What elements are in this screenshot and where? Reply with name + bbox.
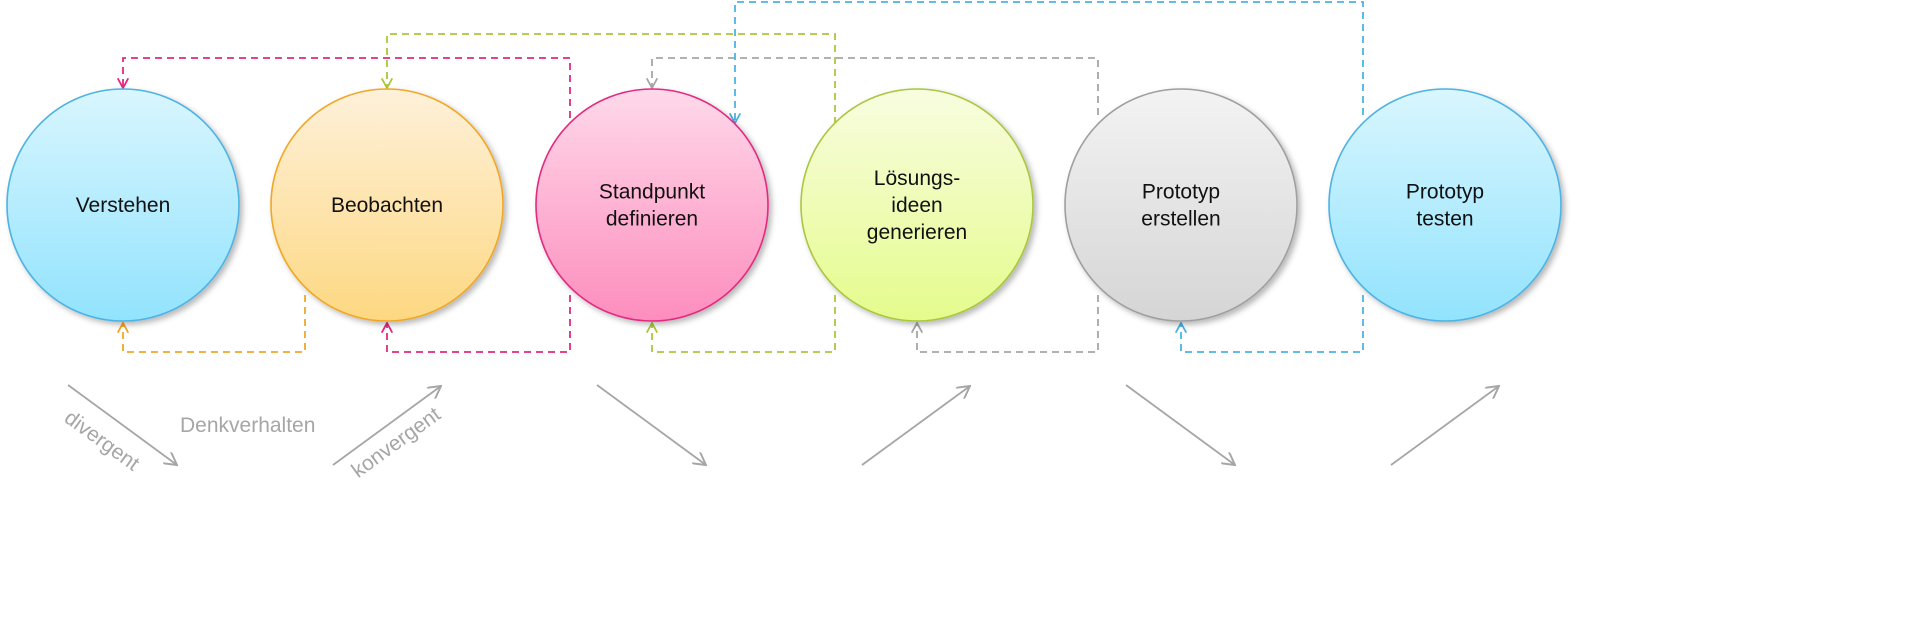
feedback-bottom-pink-arrowhead-icon [380,321,394,334]
phase-label: Lösungs- [874,167,960,190]
phase-label: Prototyp [1406,181,1484,204]
feedback-top-pink [122,57,571,118]
feedback-bottom-green [651,295,836,353]
feedback-bottom-blue-arrowhead-icon [1174,321,1188,334]
thinking-arrows [67,384,1499,466]
convergent-arrow-icon [1390,386,1499,466]
phase-circle [800,88,1034,322]
divergent-arrow-icon [1125,384,1235,465]
feedback-bottom-gray-arrowhead-icon [910,321,924,334]
phase-2: Beobachten [270,88,504,322]
divergent-arrow-icon [596,384,706,465]
phase-1: Verstehen [6,88,240,322]
feedback-top-blue [734,1,1364,123]
phase-circle [1064,88,1298,322]
phase-label: generieren [867,221,967,244]
divergent-arrow-icon [67,384,177,465]
feedback-bottom-gray [916,295,1099,353]
feedback-bottom-blue [1180,295,1364,353]
phase-circle [1328,88,1562,322]
phase-4: Lösungs-ideen generieren [800,88,1034,322]
phase-circle [270,88,504,322]
convergent-arrow-icon [332,386,441,466]
convergent-arrow-icon [861,386,970,466]
phase-label: testen [1416,208,1473,231]
label-denkverhalten: Denkverhalten [180,414,315,437]
feedback-top-green-arrowhead-icon [380,77,394,90]
phase-label: ideen [891,194,942,217]
phase-6: Prototyp testen [1328,88,1562,322]
phase-3: Standpunkt definieren [535,88,769,322]
feedback-loops [116,1,1364,353]
phase-label: Beobachten [331,194,443,217]
phase-label: Standpunkt [599,181,705,204]
feedback-bottom-pink [386,295,571,353]
phase-label: Prototyp [1142,181,1220,204]
phase-circle [6,88,240,322]
phase-label: definieren [606,208,698,231]
feedback-top-gray [651,57,1099,115]
feedback-top-green [386,33,836,124]
feedback-bottom-green-arrowhead-icon [645,321,659,334]
feedback-bottom-orange-arrowhead-icon [116,321,130,334]
phase-5: Prototyp erstellen [1064,88,1298,322]
phase-circle [535,88,769,322]
feedback-bottom-orange [122,295,306,353]
phase-circles: Verstehen Beobachten Standpunkt definieren L… [6,88,1562,322]
feedback-top-gray-arrowhead-icon [645,77,659,90]
label-divergent: divergent [60,406,144,475]
feedback-top-pink-arrowhead-icon [116,77,130,90]
phase-label: erstellen [1141,208,1220,231]
phase-label: Verstehen [76,194,171,217]
